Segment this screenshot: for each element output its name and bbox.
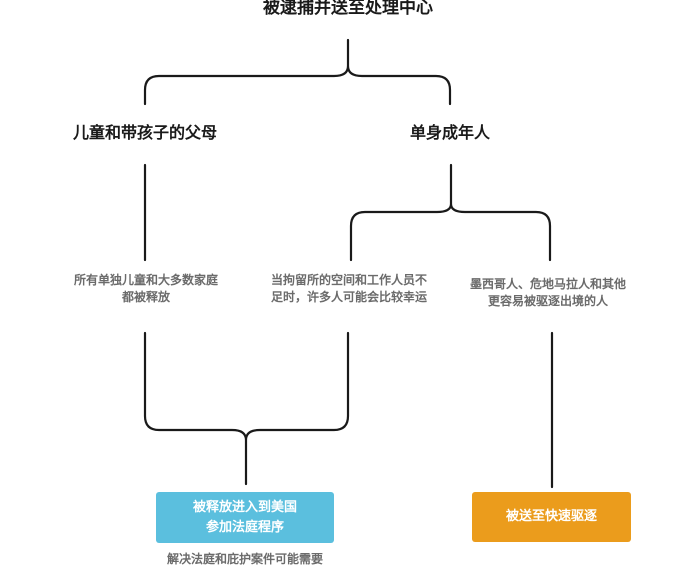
note-mexicans-line1: 墨西哥人、危地马拉人和其他 — [469, 277, 626, 291]
released-line2: 参加法庭程序 — [205, 519, 284, 535]
single-adults-node: 单身成年人 — [350, 122, 550, 144]
footnote: 解决法庭和庇护案件可能需要 — [140, 551, 350, 568]
note-detention-space-line1: 当拘留所的空间和工作人员不 — [270, 273, 427, 287]
root-label: 被逮捕并送至处理中心 — [263, 0, 433, 18]
deported-label: 被送至快速驱逐 — [505, 509, 597, 524]
brace-root-to-categories — [143, 38, 452, 106]
released-box: 被释放进入到美国 参加法庭程序 — [156, 492, 334, 543]
families-node: 儿童和带孩子的父母 — [30, 122, 260, 144]
released-line1: 被释放进入到美国 — [192, 499, 297, 515]
note-families-released: 所有单独儿童和大多数家庭 都被释放 — [50, 272, 242, 306]
single-adults-label: 单身成年人 — [409, 123, 490, 142]
footnote-text: 解决法庭和庇护案件可能需要 — [166, 552, 323, 566]
note-mexicans: 墨西哥人、危地马拉人和其他 更容易被驱逐出境的人 — [450, 276, 646, 310]
note-families-released-line2: 都被释放 — [121, 290, 170, 304]
note-detention-space-line2: 足时，许多人可能会比较幸运 — [270, 290, 427, 304]
note-families-released-line1: 所有单独儿童和大多数家庭 — [73, 273, 218, 287]
families-label: 儿童和带孩子的父母 — [72, 123, 217, 142]
brace-single-adults — [349, 163, 552, 262]
note-mexicans-line2: 更容易被驱逐出境的人 — [487, 294, 608, 308]
deported-box: 被送至快速驱逐 — [472, 492, 631, 542]
brace-merge-to-release — [143, 331, 350, 486]
root-node: 被逮捕并送至处理中心 — [178, 0, 518, 19]
note-detention-space: 当拘留所的空间和工作人员不 足时，许多人可能会比较幸运 — [252, 272, 446, 306]
